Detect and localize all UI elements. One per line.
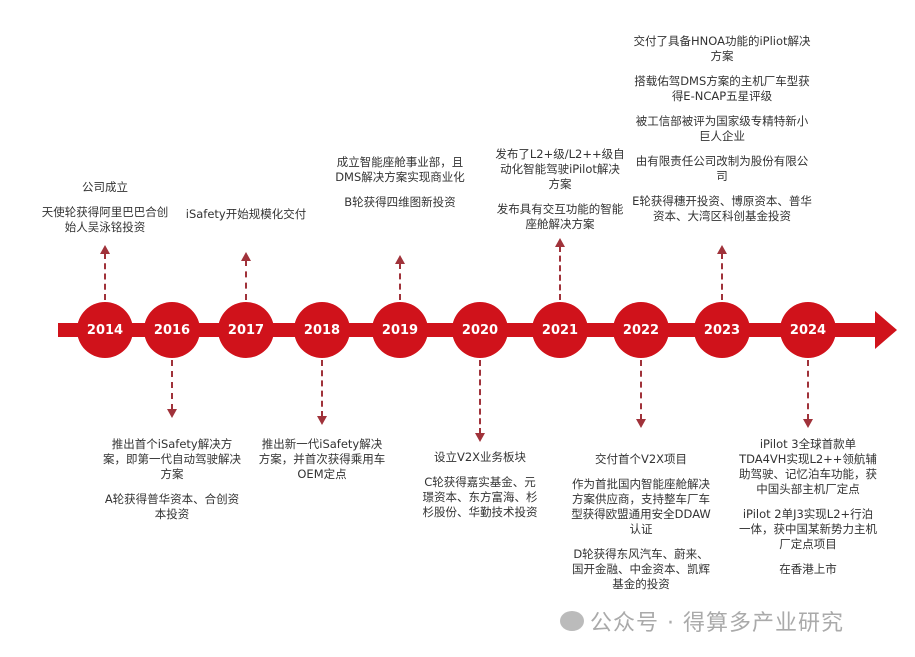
year-node-2023: 2023 xyxy=(694,302,750,358)
timeline-arrowhead xyxy=(875,311,897,349)
event-block-2014: 公司成立天使轮获得阿里巴巴合创始人吴泳铭投资 xyxy=(40,180,170,245)
event-text: 发布具有交互功能的智能座舱解决方案 xyxy=(496,202,624,231)
year-node-2019: 2019 xyxy=(372,302,428,358)
year-node-2020: 2020 xyxy=(452,302,508,358)
arrow-icon xyxy=(475,433,485,442)
connector-line xyxy=(479,360,481,434)
wechat-icon xyxy=(560,611,584,631)
event-text: iPilot 2单J3实现L2+行泊一体，获中国某新势力主机厂定点项目 xyxy=(739,507,877,551)
event-block-2024: iPilot 3全球首款单TDA4VH实现L2++领航辅助驾驶、记忆泊车功能，获… xyxy=(738,437,878,587)
arrow-icon xyxy=(803,419,813,428)
event-block-2018: 推出新一代iSafety解决方案，并首次获得乘用车OEM定点 xyxy=(257,437,387,492)
year-node-2021: 2021 xyxy=(532,302,588,358)
year-node-2024: 2024 xyxy=(780,302,836,358)
event-block-2021: 发布了L2+级/L2++级自动化智能驾驶iPilot解决方案发布具有交互功能的智… xyxy=(495,147,625,242)
event-block-2022: 交付首个V2X项目作为首批国内智能座舱解决方案供应商，支持整车厂车型获得欧盟通用… xyxy=(571,452,711,602)
year-node-2022: 2022 xyxy=(613,302,669,358)
year-node-2018: 2018 xyxy=(294,302,350,358)
event-text: iSafety开始规模化交付 xyxy=(185,207,307,221)
event-text: E轮获得穗开投资、博原资本、普华资本、大湾区科创基金投资 xyxy=(632,194,812,223)
event-block-2020: 设立V2X业务板块 C轮获得嘉实基金、元璟资本、东方富海、杉杉股份、华勤技术投资 xyxy=(420,450,540,530)
event-text: C轮获得嘉实基金、元璟资本、东方富海、杉杉股份、华勤技术投资 xyxy=(422,475,538,519)
arrow-icon xyxy=(555,238,565,247)
event-text: 推出新一代iSafety解决方案，并首次获得乘用车OEM定点 xyxy=(258,437,386,481)
connector-line xyxy=(559,246,561,300)
arrow-icon xyxy=(317,416,327,425)
arrow-icon xyxy=(167,409,177,418)
year-node-2014: 2014 xyxy=(77,302,133,358)
event-text: D轮获得东风汽车、蔚来、国开金融、中金资本、凯辉基金的投资 xyxy=(572,547,710,591)
event-text: 在香港上市 xyxy=(779,562,837,576)
arrow-icon xyxy=(241,252,251,261)
connector-line xyxy=(721,253,723,300)
connector-line xyxy=(171,360,173,410)
event-block-2019: 成立智能座舱事业部，且DMS解决方案实现商业化 B轮获得四维图新投资 xyxy=(330,155,470,220)
event-text: 发布了L2+级/L2++级自动化智能驾驶iPilot解决方案 xyxy=(495,147,625,191)
event-text: A轮获得普华资本、合创资本投资 xyxy=(104,492,240,521)
event-text: 由有限责任公司改制为股份有限公司 xyxy=(635,154,809,183)
event-block-2016: 推出首个iSafety解决方案，即第一代自动驾驶解决方案 A轮获得普华资本、合创资… xyxy=(102,437,242,532)
event-text: 交付了具备HNOA功能的iPliot解决方案 xyxy=(633,34,811,63)
event-text: 设立V2X业务板块 xyxy=(433,450,527,464)
event-text: 交付首个V2X项目 xyxy=(594,452,688,466)
event-block-2023: 交付了具备HNOA功能的iPliot解决方案搭载佑驾DMS方案的主机厂车型获得E… xyxy=(632,34,812,234)
year-node-2016: 2016 xyxy=(144,302,200,358)
event-block-2017: iSafety开始规模化交付 xyxy=(176,207,316,232)
event-text: B轮获得四维图新投资 xyxy=(344,195,456,209)
arrow-icon xyxy=(636,419,646,428)
connector-line xyxy=(104,253,106,300)
connector-line xyxy=(321,360,323,417)
connector-line xyxy=(807,360,809,420)
event-text: 成立智能座舱事业部，且DMS解决方案实现商业化 xyxy=(335,155,465,184)
event-text: 被工信部被评为国家级专精特新小巨人企业 xyxy=(635,114,809,143)
event-text: 公司成立 xyxy=(82,180,128,194)
watermark-text: 公众号 · 得算多产业研究 xyxy=(590,611,844,636)
event-text: 推出首个iSafety解决方案，即第一代自动驾驶解决方案 xyxy=(103,437,241,481)
event-text: iPilot 3全球首款单TDA4VH实现L2++领航辅助驾驶、记忆泊车功能，获… xyxy=(739,437,877,496)
event-text: 天使轮获得阿里巴巴合创始人吴泳铭投资 xyxy=(41,205,169,234)
arrow-icon xyxy=(395,255,405,264)
event-text: 作为首批国内智能座舱解决方案供应商，支持整车厂车型获得欧盟通用安全DDAW认证 xyxy=(571,477,711,536)
arrow-icon xyxy=(100,245,110,254)
connector-line xyxy=(245,260,247,300)
watermark: 公众号 · 得算多产业研究 xyxy=(560,605,844,637)
connector-line xyxy=(399,263,401,300)
arrow-icon xyxy=(717,245,727,254)
connector-line xyxy=(640,360,642,420)
event-text: 搭载佑驾DMS方案的主机厂车型获得E-NCAP五星评级 xyxy=(634,74,810,103)
year-node-2017: 2017 xyxy=(218,302,274,358)
